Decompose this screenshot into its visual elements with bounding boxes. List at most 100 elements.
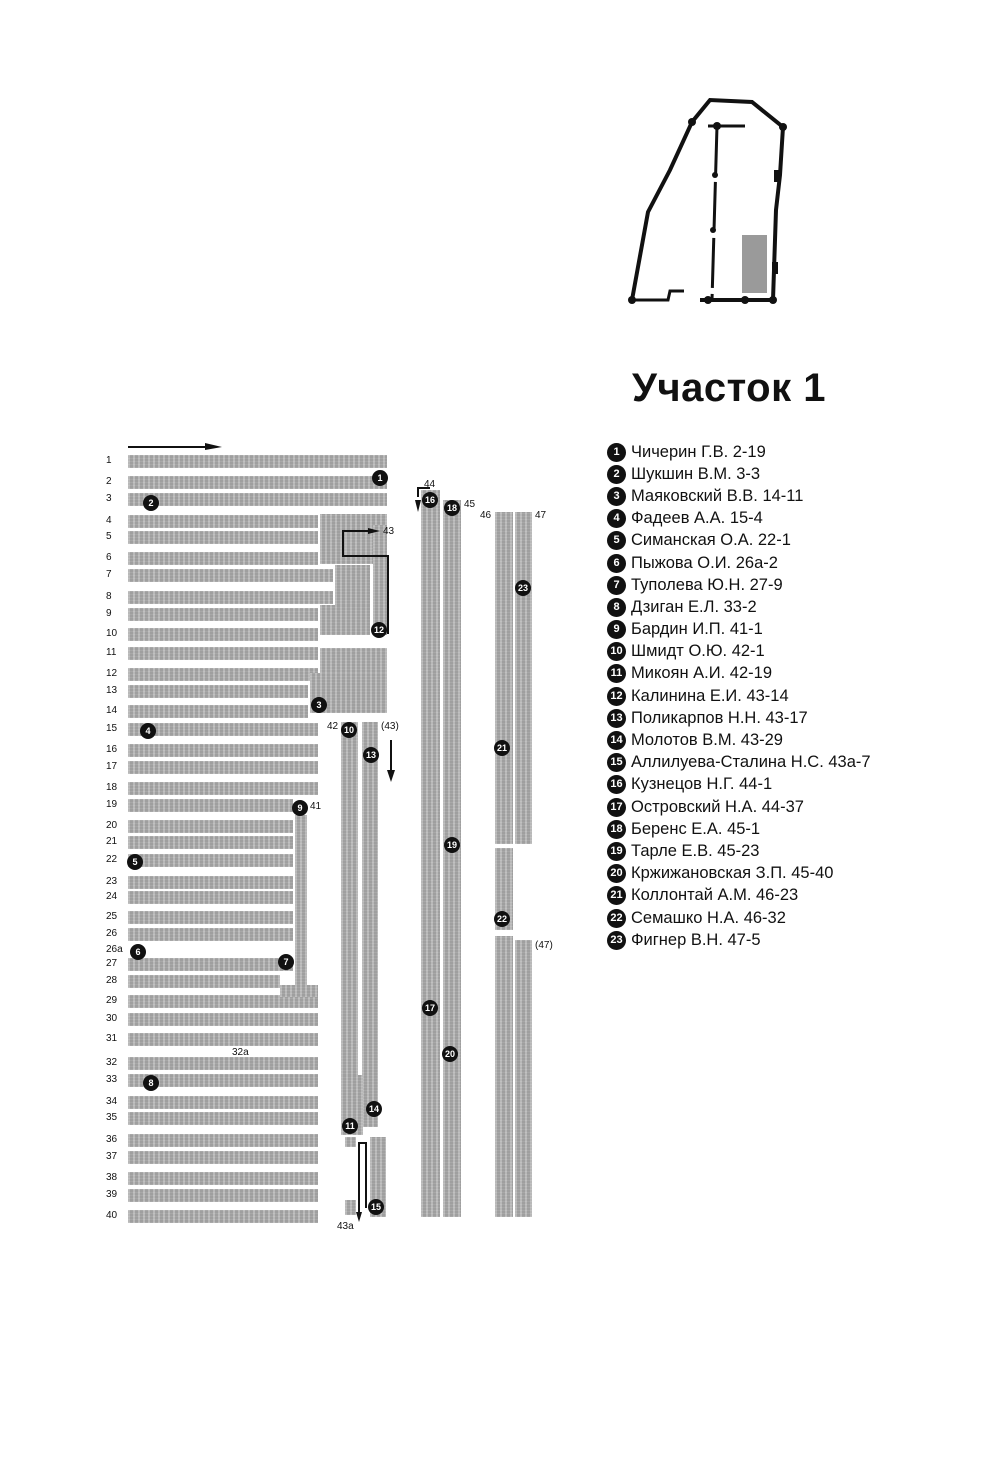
- legend-label: Пыжова О.И. 26а-2: [631, 553, 778, 572]
- legend-marker: 12: [607, 686, 626, 706]
- legend-marker: 17: [607, 797, 626, 817]
- grave-row: [128, 1096, 318, 1109]
- section-label-c46: 46: [480, 510, 492, 521]
- grave-block: [341, 722, 358, 1134]
- legend-label: Шмидт О.Ю. 42-1: [631, 642, 765, 661]
- grave-row: [128, 1189, 318, 1202]
- row-label: 36: [106, 1134, 118, 1145]
- grave-block: [345, 1200, 356, 1215]
- grave-marker-12: 12: [371, 622, 387, 638]
- grave-marker-2: 2: [143, 495, 159, 511]
- legend-marker: 11: [607, 664, 626, 684]
- row-label: 25: [106, 911, 118, 922]
- legend-label: Маяковский В.В. 14-11: [631, 486, 804, 505]
- row-label: 11: [106, 647, 117, 658]
- grave-row: [128, 995, 318, 1008]
- row-label: 7: [106, 569, 112, 580]
- grave-row: [128, 820, 293, 833]
- legend-marker: 3: [607, 486, 626, 506]
- grave-row: [128, 723, 318, 736]
- row-label: 26а: [106, 944, 123, 955]
- grave-marker-9: 9: [292, 800, 308, 816]
- legend-label: Фигнер В.Н. 47-5: [631, 930, 761, 949]
- grave-marker-19: 19: [444, 837, 460, 853]
- legend-marker: 22: [607, 908, 626, 928]
- row-label: 32: [106, 1057, 118, 1068]
- section-label-c43p: (43): [381, 721, 399, 732]
- row-label: 40: [106, 1210, 118, 1221]
- legend-marker: 15: [607, 753, 626, 773]
- grave-marker-4: 4: [140, 723, 156, 739]
- grave-row: [128, 705, 308, 718]
- grave-row: [128, 515, 318, 528]
- row-label: 15: [106, 723, 118, 734]
- row-label: 20: [106, 820, 118, 831]
- row-label: 12: [106, 668, 118, 679]
- legend-marker: 21: [607, 886, 626, 906]
- legend-label: Кузнецов Н.Г. 44-1: [631, 775, 773, 794]
- row-label: 24: [106, 891, 118, 902]
- grave-block: [495, 512, 513, 844]
- grave-marker-18: 18: [444, 500, 460, 516]
- row-label: 33: [106, 1074, 118, 1085]
- legend-label: Шукшин В.М. 3-3: [631, 464, 761, 483]
- row-label: 27: [106, 958, 118, 969]
- legend-marker: 18: [607, 819, 626, 839]
- row-label: 13: [106, 685, 118, 696]
- legend-item: 3 Маяковский В.В. 14-11: [607, 485, 871, 507]
- grave-row: [128, 591, 333, 604]
- grave-row: [128, 455, 387, 468]
- row-label: 14: [106, 705, 118, 716]
- legend-label: Симанская О.А. 22-1: [631, 531, 791, 550]
- row-label: 39: [106, 1189, 118, 1200]
- grave-row: [128, 975, 280, 988]
- grave-row: [128, 836, 293, 849]
- legend-marker: 19: [607, 841, 626, 861]
- grave-block: [320, 648, 387, 673]
- section-label-c41: 41: [310, 801, 322, 812]
- grave-row: [128, 1013, 318, 1026]
- grave-row: [128, 1033, 318, 1046]
- row-label: 2: [106, 476, 112, 487]
- grave-row: [128, 531, 318, 544]
- row-label: 29: [106, 995, 118, 1006]
- grave-block: [320, 605, 370, 635]
- row-label: 31: [106, 1033, 118, 1044]
- legend-label: Фадеев А.А. 15-4: [631, 509, 763, 528]
- grave-row: [128, 668, 318, 681]
- grave-marker-7: 7: [278, 954, 294, 970]
- legend-item: 21 Коллонтай А.М. 46-23: [607, 885, 871, 907]
- grave-row: [128, 493, 387, 506]
- legend-label: Чичерин Г.В. 2-19: [631, 442, 766, 461]
- row-label: 8: [106, 591, 112, 602]
- legend-marker: 7: [607, 575, 626, 595]
- grave-row: [128, 1172, 318, 1185]
- row-label: 38: [106, 1172, 118, 1183]
- grave-row: [128, 628, 318, 641]
- section-label-c43: 43: [383, 526, 395, 537]
- legend-label: Коллонтай А.М. 46-23: [631, 886, 799, 905]
- legend-label: Тарле Е.В. 45-23: [631, 841, 760, 860]
- section-outline-map: [628, 97, 787, 304]
- row-label: 4: [106, 515, 112, 526]
- section-label-c45: 45: [464, 499, 476, 510]
- section-label-c42: 42: [327, 721, 339, 732]
- grave-marker-6: 6: [130, 944, 146, 960]
- legend-marker: 1: [607, 442, 626, 462]
- legend-marker: 8: [607, 597, 626, 617]
- grave-row: [128, 1134, 318, 1147]
- grave-block: [345, 1137, 356, 1147]
